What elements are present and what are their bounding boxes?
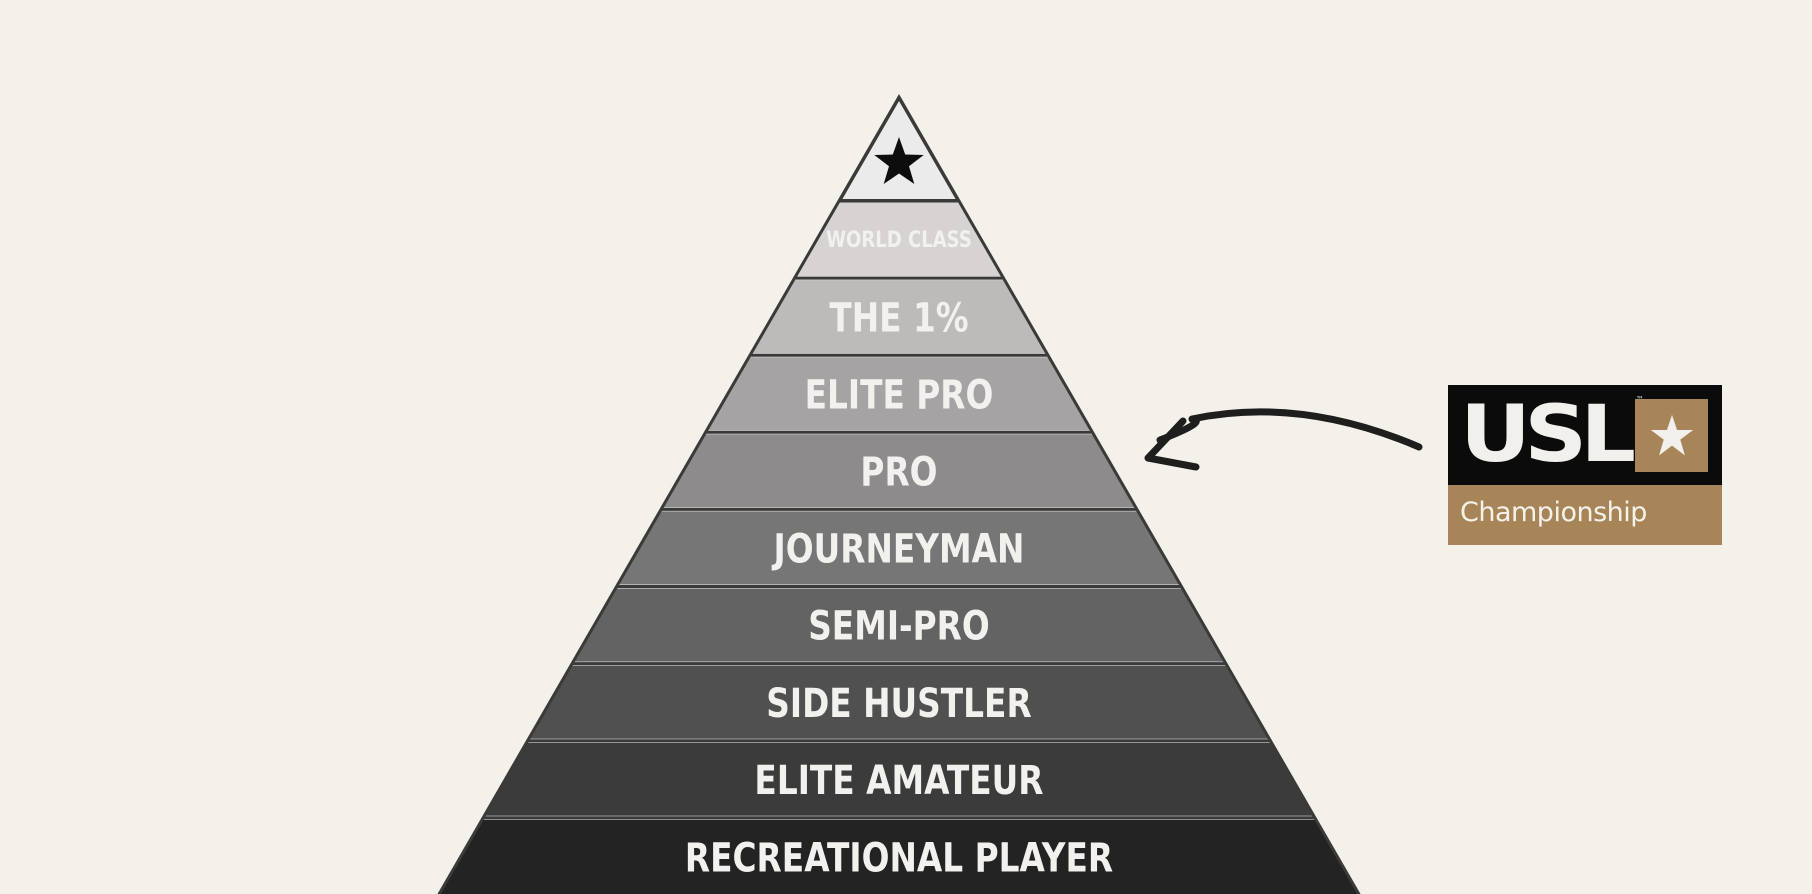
star-icon bbox=[874, 137, 924, 184]
logo-wordmark: USL bbox=[1460, 390, 1636, 480]
pyramid-tier-label: ELITE AMATEUR bbox=[754, 757, 1043, 804]
pyramid-tier-label: RECREATIONAL PLAYER bbox=[685, 834, 1113, 881]
logo-subtitle: Championship bbox=[1460, 497, 1647, 528]
logo-star-box bbox=[1635, 399, 1708, 472]
arrow-head bbox=[1144, 417, 1200, 471]
pyramid-tier-label: SIDE HUSTLER bbox=[766, 680, 1031, 727]
logo-bottom-panel: Championship bbox=[1448, 485, 1722, 545]
pyramid-tier-label: WORLD CLASS bbox=[826, 226, 972, 252]
usl-championship-logo: USL ™ Championship bbox=[1448, 385, 1722, 545]
pyramid-tier-5 bbox=[618, 511, 1180, 585]
pyramid-tier-label: JOURNEYMAN bbox=[771, 525, 1025, 572]
pyramid-tier-4 bbox=[663, 434, 1135, 508]
pyramid-tier-label: SEMI-PRO bbox=[808, 603, 990, 650]
logo-top-panel: USL ™ bbox=[1448, 385, 1722, 485]
pyramid-tier-8 bbox=[485, 742, 1313, 816]
pyramid-tier-label: PRO bbox=[860, 448, 937, 495]
curved-arrow-icon bbox=[1156, 408, 1423, 451]
pyramid-tier-9 bbox=[440, 819, 1358, 894]
pyramid-outline bbox=[437, 93, 1361, 894]
pyramid-tier-6 bbox=[574, 588, 1224, 662]
pyramid-tier-2 bbox=[752, 280, 1046, 354]
pyramid-tier-label: ELITE PRO bbox=[805, 371, 994, 418]
pyramid-tier-7 bbox=[529, 665, 1269, 739]
pyramid-apex bbox=[838, 97, 960, 201]
pyramid-tier-label: THE 1% bbox=[829, 294, 968, 341]
pyramid-tier-1 bbox=[796, 201, 1002, 277]
pyramid-tier-3 bbox=[707, 357, 1091, 431]
pyramid-tiers: WORLD CLASS THE 1% ELITE PRO PRO JOURNEYMAN S… bbox=[440, 199, 1358, 894]
star-icon bbox=[1650, 414, 1693, 455]
